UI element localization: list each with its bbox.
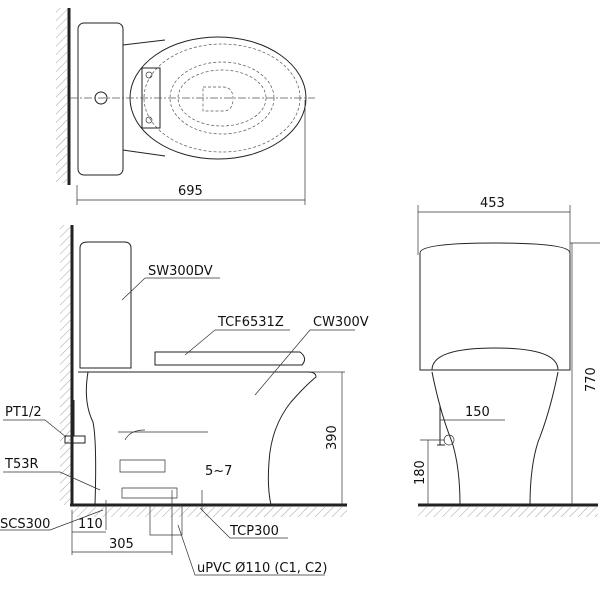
dim-5-7: 5~7 <box>205 464 232 479</box>
dim-770: 770 <box>584 367 599 392</box>
label-cw300v: CW300V <box>313 315 369 330</box>
dim-180: 180 <box>413 460 428 485</box>
bowl-side <box>78 371 317 506</box>
tank-front <box>419 242 571 371</box>
label-sw300dv: SW300DV <box>148 264 213 279</box>
valve-side <box>64 400 86 444</box>
dim-695: 695 <box>178 184 203 199</box>
label-tcp300: TCP300 <box>229 524 279 539</box>
front-view: 453 770 150 180 <box>413 196 600 517</box>
label-pt1-2: PT1/2 <box>5 405 42 420</box>
label-scs300: SCS300 <box>0 517 50 532</box>
valve-front <box>437 405 445 446</box>
dim-453: 453 <box>480 196 505 211</box>
label-upvc: uPVC Ø110 (C1, C2) <box>197 561 327 576</box>
side-view: 390 5~7 110 305 SW300DV TCF6531Z CW300V … <box>0 225 369 576</box>
top-view: 695 <box>56 8 315 205</box>
bowl-front <box>431 371 559 506</box>
dim-305: 305 <box>109 537 134 552</box>
seat-side <box>154 351 306 366</box>
label-t53r: T53R <box>4 457 39 472</box>
tank-outline <box>77 22 124 176</box>
dim-390: 390 <box>325 425 340 450</box>
dim-150: 150 <box>465 405 490 420</box>
dim-110: 110 <box>78 517 103 532</box>
wall-hatch <box>56 8 67 183</box>
label-tcf6531z: TCF6531Z <box>217 315 284 330</box>
tank-side <box>79 241 132 369</box>
